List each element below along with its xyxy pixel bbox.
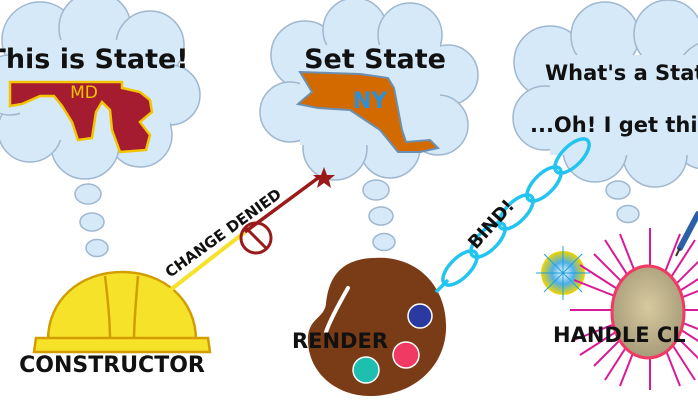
chain-icon [434, 137, 591, 294]
render-label: RENDER [292, 329, 388, 353]
pen-icon [675, 211, 698, 257]
palette-icon [307, 257, 447, 396]
thought-dots-2 [362, 179, 396, 252]
handle-label: HANDLE CL [553, 323, 686, 347]
bind-label: BIND! [464, 196, 519, 254]
cloud-2-title: Set State [304, 44, 446, 75]
hardhat-icon [32, 270, 212, 354]
small-burst-icon [536, 246, 590, 300]
cloud-1-title: This is State! [0, 44, 189, 75]
new-york-label: NY [353, 89, 388, 114]
new-york-shape [295, 70, 440, 153]
thought-dots-3 [605, 180, 640, 224]
cloud-3-line-2: ...Oh! I get thi [530, 113, 698, 137]
egg-button-icon [610, 264, 686, 360]
change-denied-arrow [158, 176, 320, 300]
cloud-3-line-1: What's a Stat [545, 61, 698, 85]
thought-dots-1 [74, 183, 109, 258]
maryland-label: MD [70, 83, 98, 103]
star-icon [313, 167, 335, 188]
maryland-shape [8, 80, 154, 154]
no-entry-icon [239, 221, 273, 255]
thought-cloud-3 [512, 0, 698, 188]
change-denied-label: CHANGE DENIED [162, 185, 285, 281]
constructor-label: CONSTRUCTOR [19, 353, 205, 378]
